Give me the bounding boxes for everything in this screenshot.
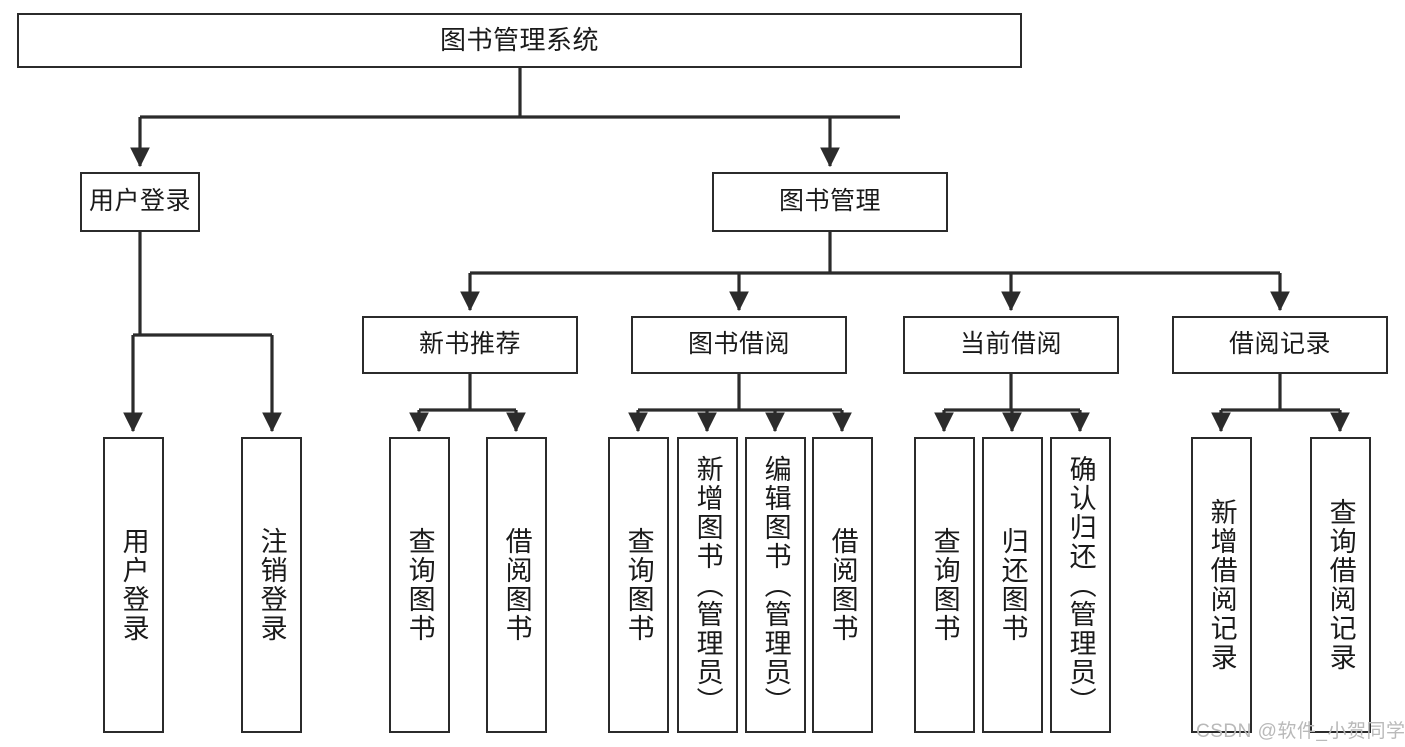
node-leaf-return-book[interactable]: 归还图书 [982, 437, 1043, 733]
node-label: 借阅记录 [1228, 330, 1331, 359]
node-leaf-query-book-1[interactable]: 查询图书 [389, 437, 450, 733]
node-root-system[interactable]: 图书管理系统 [17, 13, 1022, 68]
node-book-borrow[interactable]: 图书借阅 [631, 316, 847, 374]
node-label: 图书管理 [778, 187, 881, 216]
node-leaf-add-book[interactable]: 新增图书（管理员） [677, 437, 738, 733]
node-label: 新增借阅记录 [1206, 498, 1237, 672]
node-user-login[interactable]: 用户登录 [80, 172, 200, 232]
node-label: 图书管理系统 [439, 25, 599, 56]
node-current-borrow[interactable]: 当前借阅 [903, 316, 1119, 374]
node-label: 图书借阅 [687, 330, 790, 359]
node-new-book-recommend[interactable]: 新书推荐 [362, 316, 578, 374]
node-label: 查询图书 [404, 527, 435, 643]
node-label: 注销登录 [256, 527, 287, 643]
node-leaf-query-book-3[interactable]: 查询图书 [914, 437, 975, 733]
node-book-manage[interactable]: 图书管理 [712, 172, 948, 232]
node-leaf-confirm-return[interactable]: 确认归还（管理员） [1050, 437, 1111, 733]
node-leaf-user-login[interactable]: 用户登录 [103, 437, 164, 733]
node-label: 确认归还（管理员） [1065, 454, 1096, 716]
node-leaf-edit-book[interactable]: 编辑图书（管理员） [745, 437, 806, 733]
node-leaf-logout[interactable]: 注销登录 [241, 437, 302, 733]
node-label: 新书推荐 [418, 330, 521, 359]
node-leaf-borrow-book-1[interactable]: 借阅图书 [486, 437, 547, 733]
csdn-watermark: CSDN @软件_小贺同学 [1196, 721, 1405, 742]
node-label: 查询图书 [929, 527, 960, 643]
node-label: 新增图书（管理员） [692, 454, 723, 716]
node-label: 当前借阅 [959, 330, 1062, 359]
node-label: 借阅图书 [501, 527, 532, 643]
node-label: 用户登录 [118, 527, 149, 643]
node-borrow-record[interactable]: 借阅记录 [1172, 316, 1388, 374]
node-label: 编辑图书（管理员） [760, 454, 791, 716]
node-label: 用户登录 [88, 187, 191, 216]
node-leaf-query-record[interactable]: 查询借阅记录 [1310, 437, 1371, 733]
node-label: 查询图书 [623, 527, 654, 643]
node-label: 查询借阅记录 [1325, 498, 1356, 672]
node-leaf-add-record[interactable]: 新增借阅记录 [1191, 437, 1252, 733]
node-leaf-query-book-2[interactable]: 查询图书 [608, 437, 669, 733]
node-label: 借阅图书 [827, 527, 858, 643]
node-leaf-borrow-book-2[interactable]: 借阅图书 [812, 437, 873, 733]
node-label: 归还图书 [997, 527, 1028, 643]
